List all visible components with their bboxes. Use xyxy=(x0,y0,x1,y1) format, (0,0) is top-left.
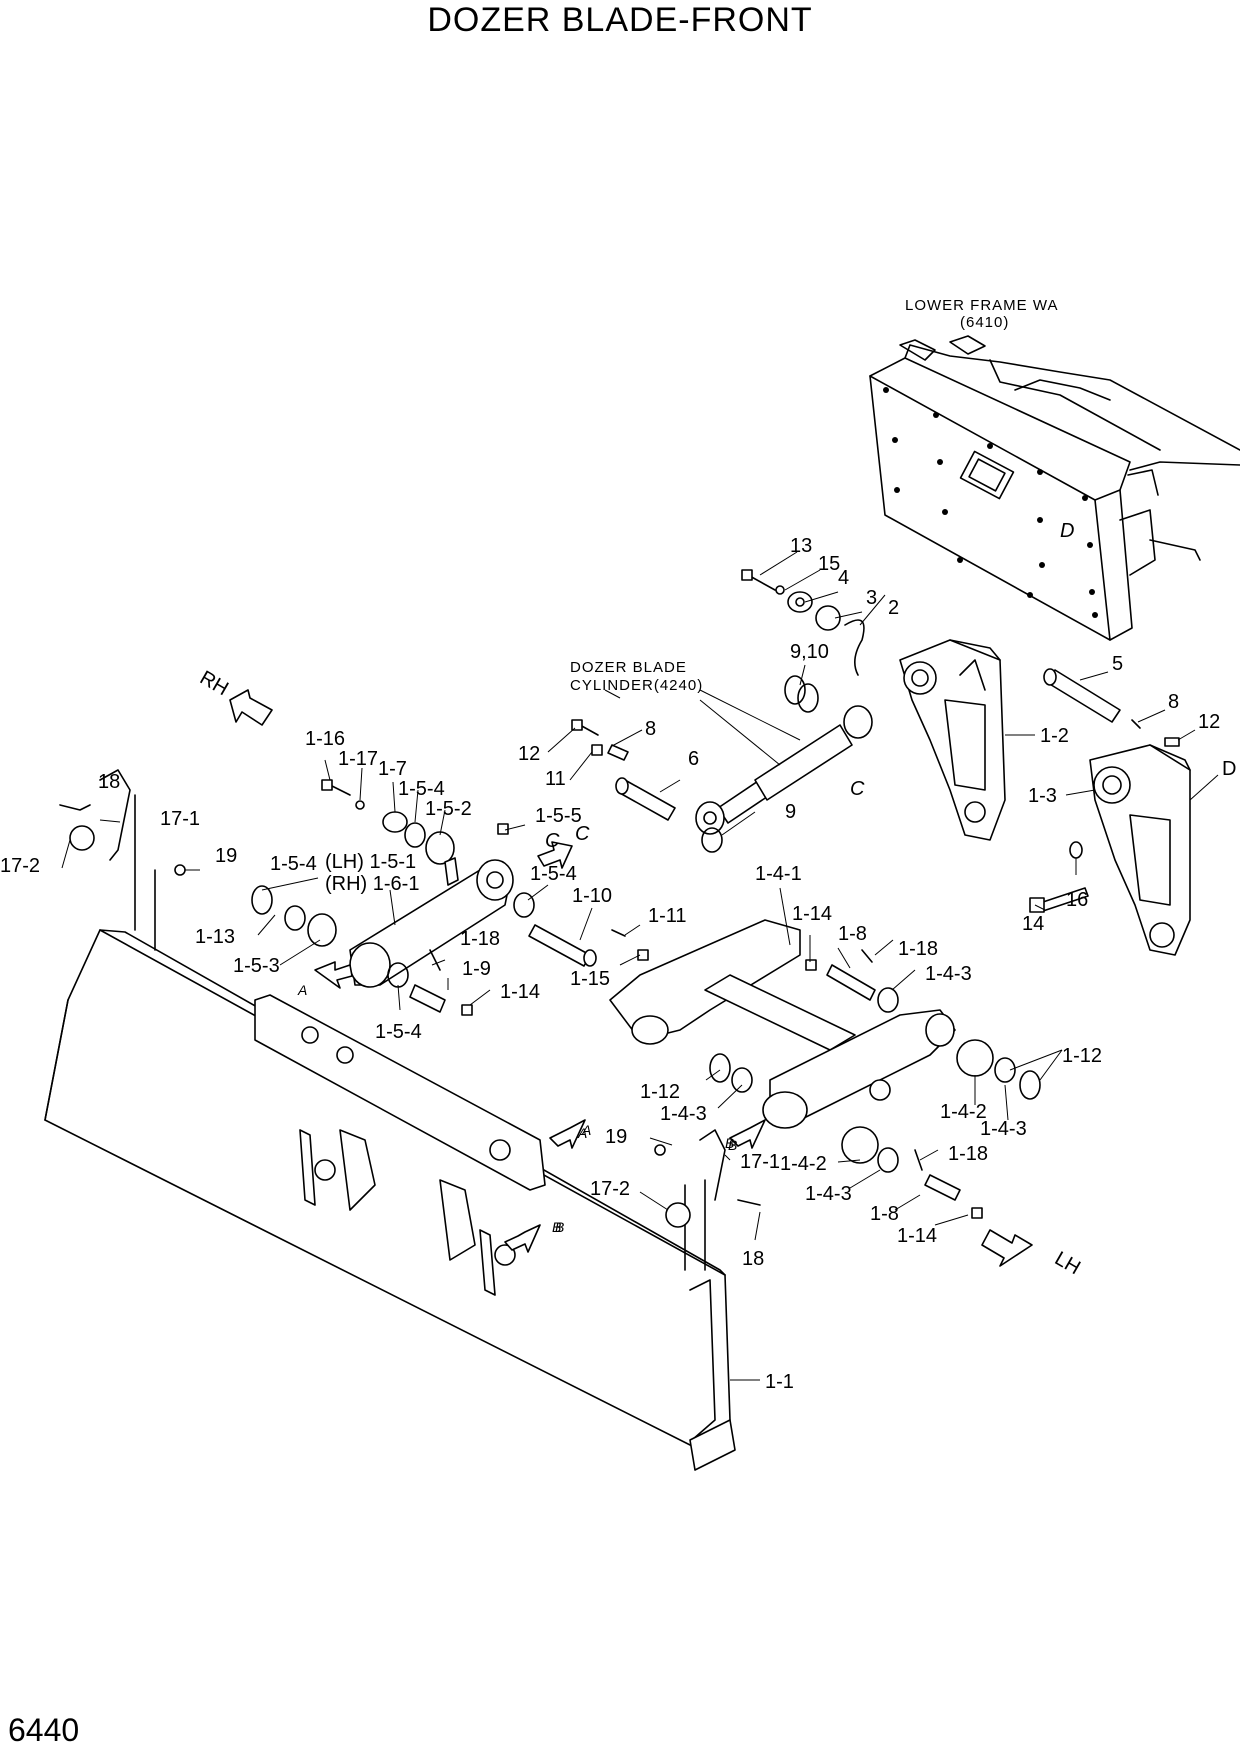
part-label: 11 xyxy=(545,768,566,790)
part-label: 1-18 xyxy=(460,928,500,950)
part-label: B xyxy=(728,1137,737,1153)
part-label: 1-11 xyxy=(648,905,687,927)
direction-arrows xyxy=(229,689,1033,1267)
part-label: 1-16 xyxy=(305,728,345,750)
part-label: 3 xyxy=(866,587,877,609)
marker-d-frame: D xyxy=(1060,520,1074,542)
part-label: 9 xyxy=(785,801,796,823)
part-label: 1-4-2 xyxy=(780,1153,827,1175)
cylinder-drawing xyxy=(695,705,873,835)
part-label: 1-5-2 xyxy=(425,798,472,820)
part-label: 1-5-4 xyxy=(398,778,445,800)
leader-lines xyxy=(61,551,1219,1381)
marker-a-link: A xyxy=(297,982,307,998)
arm-assembly-drawing xyxy=(609,919,956,1129)
part-labels: 13 15 4 3 2 9,10 5 8 12 1-2 D 1-3 14 16 … xyxy=(0,535,1236,1393)
part-label: 1-4-3 xyxy=(980,1118,1027,1140)
part-label: 15 xyxy=(818,553,840,575)
bracket-1-3-drawing xyxy=(1089,744,1191,956)
part-label: 1-13 xyxy=(195,926,235,948)
marker-c-bracket: C xyxy=(850,778,865,800)
marker-b-arm: B xyxy=(725,1135,734,1151)
part-label: 1-14 xyxy=(500,981,540,1003)
link-arm-drawing xyxy=(349,859,514,988)
part-label: 2 xyxy=(888,597,899,619)
part-label: (LH) 1-5-1 xyxy=(325,851,416,873)
marker-b-blade: B xyxy=(552,1219,561,1235)
dozer-blade-drawing xyxy=(44,794,736,1471)
part-label: 1-4-2 xyxy=(940,1101,987,1123)
part-label: 1-5-3 xyxy=(233,955,280,977)
part-label: 1-4-3 xyxy=(925,963,972,985)
part-label: 6 xyxy=(688,748,699,770)
part-label: 14 xyxy=(1022,913,1044,935)
part-label: 1-12 xyxy=(1062,1045,1102,1067)
part-label: 1-3 xyxy=(1028,785,1057,807)
part-label: 12 xyxy=(518,743,540,765)
part-label: 1-8 xyxy=(870,1203,899,1225)
part-label: 1-7 xyxy=(378,758,407,780)
part-label: 19 xyxy=(605,1126,627,1148)
part-label: D xyxy=(1222,758,1236,780)
part-label: 1-5-4 xyxy=(375,1021,422,1043)
part-label: 17-2 xyxy=(0,855,40,877)
part-label: 13 xyxy=(790,535,812,557)
part-label: 1-14 xyxy=(897,1225,937,1247)
rh-marker: RH xyxy=(196,667,232,700)
part-label: 1-15 xyxy=(570,968,610,990)
cylinder-note-line1: DOZER BLADE xyxy=(570,659,687,676)
part-label: 1-5-5 xyxy=(535,805,582,827)
page-title: DOZER BLADE-FRONT xyxy=(427,1,813,39)
lh-marker: LH xyxy=(1051,1247,1084,1279)
lower-frame-note-line2: (6410) xyxy=(960,314,1009,331)
part-label: 1-4-1 xyxy=(755,863,802,885)
part-label: 1-9 xyxy=(462,958,491,980)
bracket-1-2-drawing xyxy=(899,639,1006,841)
cylinder-note-line2: CYLINDER(4240) xyxy=(570,677,703,694)
part-label: 1-14 xyxy=(792,903,832,925)
part-label: 1-12 xyxy=(640,1081,680,1103)
small-parts-drawing xyxy=(59,569,1180,1228)
part-label: B xyxy=(555,1219,564,1235)
page-number: 6440 xyxy=(8,1712,80,1748)
part-label: 1-18 xyxy=(948,1143,988,1165)
part-label: (RH) 1-6-1 xyxy=(325,873,419,895)
part-label: 5 xyxy=(1112,653,1123,675)
part-label: 18 xyxy=(742,1248,764,1270)
part-label: 1-18 xyxy=(898,938,938,960)
part-label: A xyxy=(577,1125,587,1141)
part-label: 19 xyxy=(215,845,237,867)
part-label: 1-17 xyxy=(338,748,378,770)
part-label: 17-1 xyxy=(740,1151,780,1173)
part-label: 1-5-4 xyxy=(270,853,317,875)
part-label: 1-4-3 xyxy=(805,1183,852,1205)
part-label: 17-1 xyxy=(160,808,200,830)
part-label: 1-5-4 xyxy=(530,863,577,885)
part-label: 1-4-3 xyxy=(660,1103,707,1125)
part-label: 9,10 xyxy=(790,641,829,663)
lower-frame-drawing xyxy=(869,335,1240,641)
part-label: 8 xyxy=(645,718,656,740)
part-label: 18 xyxy=(98,771,120,793)
part-label: 17-2 xyxy=(590,1178,630,1200)
part-label: C xyxy=(545,830,560,852)
part-label: 1-2 xyxy=(1040,725,1069,747)
part-label: 1-10 xyxy=(572,885,612,907)
lower-frame-note-line1: LOWER FRAME WA xyxy=(905,297,1058,314)
part-label: 16 xyxy=(1066,889,1088,911)
part-label: 1-8 xyxy=(838,923,867,945)
part-label: C xyxy=(575,823,590,845)
part-label: 8 xyxy=(1168,691,1179,713)
part-label: 12 xyxy=(1198,711,1220,733)
part-label: 4 xyxy=(838,567,849,589)
part-label: A xyxy=(581,1122,591,1138)
part-label: 1-1 xyxy=(765,1371,794,1393)
